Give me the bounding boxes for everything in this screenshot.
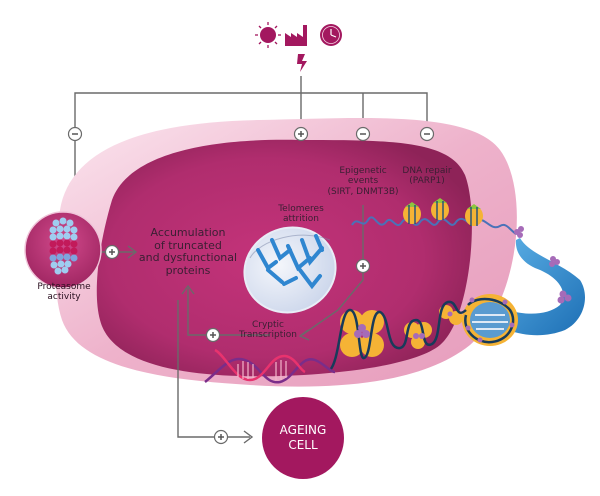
dna-repair-line1: DNA repair — [402, 166, 452, 176]
nucleus — [243, 226, 337, 314]
activate-sign-cryptic — [205, 327, 221, 343]
accumulation-line3: and dysfunctional — [138, 251, 238, 265]
activate-sign-epigenetic-cryptic — [355, 258, 371, 274]
proteasome-label-line1: Proteasome — [37, 282, 91, 292]
activate-sign-telomeres — [293, 126, 309, 142]
telomeres-line2: attrition — [282, 214, 319, 225]
condensed-chromatin — [462, 294, 518, 346]
telomeres-label: Telomeres attrition — [272, 204, 330, 225]
chromosomes — [256, 234, 324, 290]
activate-sign-proteasome-out — [104, 244, 120, 260]
proteasome-label-line2: activity — [47, 292, 81, 303]
accumulation-label: Accumulation of truncated and dysfunctio… — [134, 226, 242, 278]
dna-repair-line2: (PARP1) — [409, 176, 445, 187]
telomeres-line1: Telomeres — [278, 204, 324, 214]
inhibit-sign-dna-repair — [419, 126, 435, 142]
epigenetic-label: Epigenetic events (SIRT, DNMT3B) — [326, 166, 400, 197]
chromatin-tail — [490, 238, 585, 336]
ageing-line2: CELL — [288, 438, 318, 452]
ageing-cell-node: AGEING CELL — [262, 397, 344, 479]
accumulation-line2: of truncated — [154, 238, 222, 252]
large-nucleosomes — [328, 300, 467, 371]
accumulation-line4: proteins — [165, 263, 211, 277]
inhibit-sign-epigenetic — [355, 126, 371, 142]
accumulation-line1: Accumulation — [150, 226, 226, 239]
tail-histone-marks — [549, 256, 572, 304]
histone-mark-icon — [514, 226, 524, 238]
lightning-icon — [297, 54, 307, 72]
dna-repair-label: DNA repair (PARP1) — [396, 166, 458, 187]
cryptic-line2: Transcription — [239, 330, 297, 341]
nucleosome-icon — [403, 198, 483, 226]
epigenetic-line1: Epigenetic — [339, 166, 387, 176]
proteasome-label: Proteasome activity — [36, 282, 92, 303]
cryptic-transcription-label: Cryptic Transcription — [232, 320, 304, 341]
proteasome — [24, 211, 102, 289]
sun-icon — [255, 22, 281, 48]
activate-sign-ageing — [213, 429, 229, 445]
epigenetic-line3: (SIRT, DNMT3B) — [327, 186, 399, 197]
factory-icon — [285, 25, 307, 46]
cryptic-line1: Cryptic — [251, 320, 284, 330]
clock-icon — [320, 24, 342, 46]
proteasome-structure-icon — [49, 217, 78, 275]
ageing-line1: AGEING — [279, 423, 327, 437]
inhibit-sign-proteasome — [67, 126, 83, 142]
chromatin-fiber — [351, 198, 524, 238]
sign-circles — [67, 126, 435, 445]
dna-helix — [204, 348, 336, 384]
epigenetic-line2: events — [347, 176, 379, 187]
